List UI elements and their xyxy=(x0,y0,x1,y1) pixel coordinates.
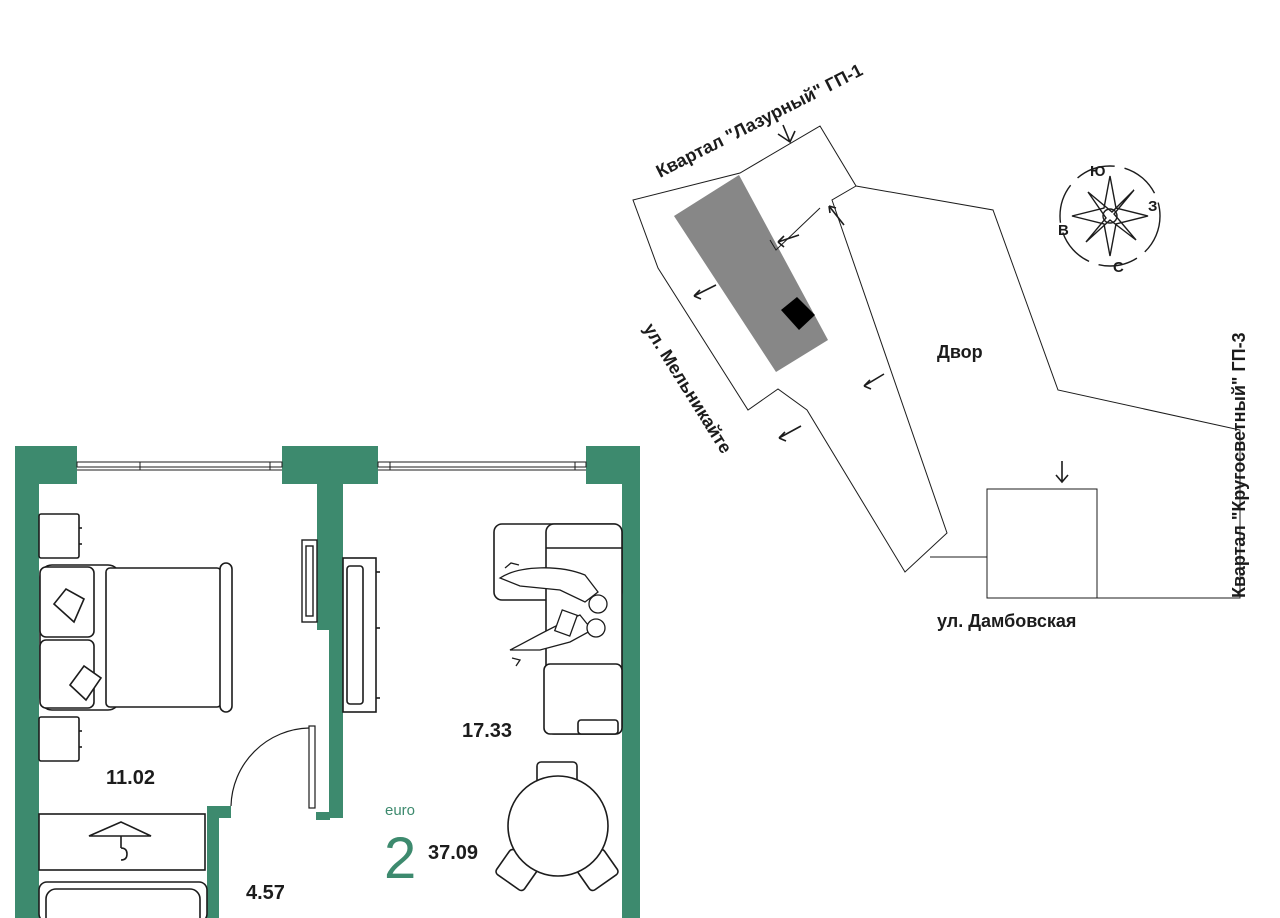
apartment-marker xyxy=(781,297,815,330)
wall-top-mid xyxy=(282,446,378,484)
bathtub xyxy=(38,881,208,918)
living-area-label: 17.33 xyxy=(462,720,512,742)
compass-east-label: В xyxy=(1058,222,1069,239)
wall-tv-bedroom xyxy=(301,539,318,623)
nightstand-bottom xyxy=(38,716,82,762)
building-outline xyxy=(632,125,948,573)
double-bed xyxy=(39,562,233,713)
compass-west-label: З xyxy=(1148,198,1157,215)
building-notch xyxy=(769,207,821,251)
window-right xyxy=(377,461,587,471)
yard-outline xyxy=(855,185,1241,599)
wall-partition-upper xyxy=(317,480,343,630)
wall-bath xyxy=(207,806,219,918)
street-label-lazurny: Квартал "Лазурный" ГП-1 xyxy=(653,60,866,182)
wall-partition-base xyxy=(316,812,330,820)
wall-right xyxy=(622,446,640,918)
wardrobe xyxy=(38,813,206,871)
apartment-type-label: euro xyxy=(385,802,415,819)
apartment-total-area: 37.09 xyxy=(428,842,478,864)
compass-icon xyxy=(1059,165,1161,267)
wall-partition-lower xyxy=(329,628,343,818)
yard-label: Двор xyxy=(937,342,983,362)
street-label-melnikaite: ул. Мельникайте xyxy=(640,320,736,457)
bedroom-area-label: 11.02 xyxy=(106,767,155,789)
window-left xyxy=(76,461,283,471)
floor-plan: 11.02 17.33 4.57 euro 2 37.09 xyxy=(15,446,640,918)
apartment-rooms-count: 2 xyxy=(384,826,416,891)
door-bedroom xyxy=(230,725,316,809)
entry-arrows xyxy=(693,124,1069,484)
nightstand-top xyxy=(38,513,82,559)
building-highlight xyxy=(674,175,828,372)
building-dambovskaya xyxy=(986,488,1098,599)
dining-table xyxy=(495,761,619,892)
tv-unit-living xyxy=(342,557,380,713)
people-on-sofa xyxy=(498,562,608,667)
compass-north-label: С xyxy=(1113,259,1124,276)
street-label-krugosvetny: Квартал "Кругосветный" ГП-3 xyxy=(1229,332,1249,598)
site-map xyxy=(632,124,1241,599)
compass-south-label: Ю xyxy=(1090,163,1105,180)
wall-left xyxy=(15,446,39,918)
street-label-dambovskaya: ул. Дамбовская xyxy=(937,611,1076,631)
hall-area-label: 4.57 xyxy=(246,882,285,904)
walls xyxy=(15,446,640,918)
wall-top-left xyxy=(15,446,77,484)
